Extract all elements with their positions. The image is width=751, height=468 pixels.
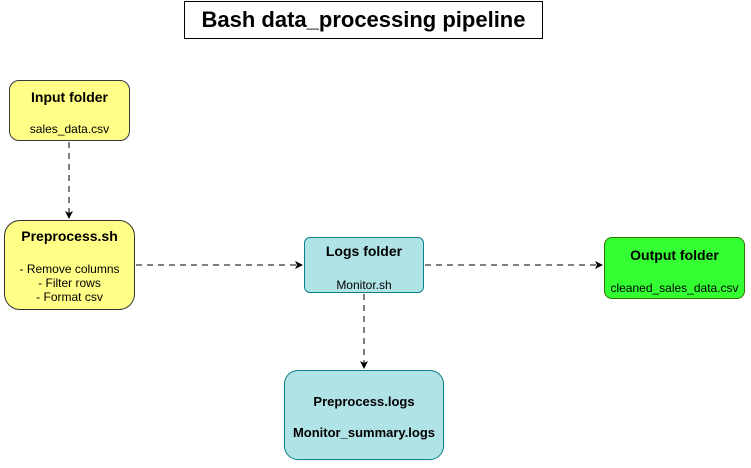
output-folder-file: cleaned_sales_data.csv xyxy=(610,281,739,295)
input-folder-node[interactable]: Input folder sales_data.csv xyxy=(9,80,130,141)
output-folder-title: Output folder xyxy=(630,247,719,263)
logs-folder-node[interactable]: Logs folder Monitor.sh xyxy=(304,237,424,293)
preprocess-logs-node[interactable]: Preprocess.logs Monitor_summary.logs xyxy=(284,370,444,460)
preprocess-script-title: Preprocess.sh xyxy=(21,228,118,244)
diagram-title: Bash data_processing pipeline xyxy=(184,1,543,39)
logs-folder-title: Logs folder xyxy=(325,243,403,259)
output-folder-node[interactable]: Output folder cleaned_sales_data.csv xyxy=(604,237,745,299)
monitor-summary-logs-label: Monitor_summary.logs xyxy=(292,425,436,440)
preprocess-step: - Format csv xyxy=(36,290,103,304)
preprocess-step: - Filter rows xyxy=(38,276,101,290)
preprocess-steps-list: - Remove columns - Filter rows - Format … xyxy=(5,262,134,304)
preprocess-logs-title: Preprocess.logs xyxy=(313,394,415,409)
preprocess-script-node[interactable]: Preprocess.sh - Remove columns - Filter … xyxy=(4,220,135,310)
input-folder-title: Input folder xyxy=(31,89,108,105)
logs-folder-script: Monitor.sh xyxy=(336,278,392,292)
preprocess-step: - Remove columns xyxy=(19,262,120,276)
input-folder-file: sales_data.csv xyxy=(29,122,110,136)
